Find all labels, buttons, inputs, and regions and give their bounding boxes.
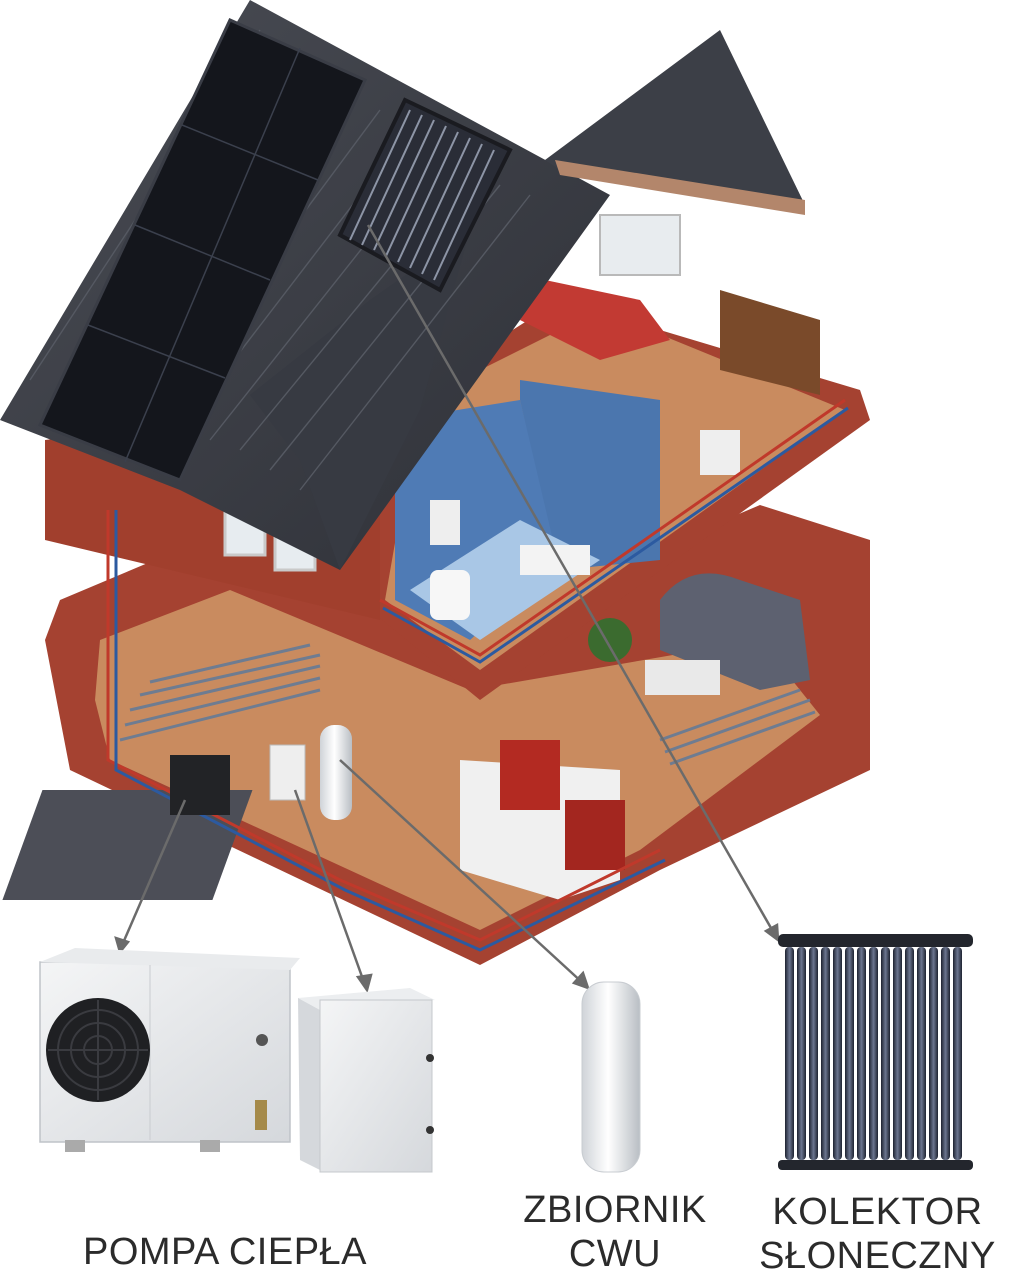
heat-pump-indoor-unit [298,988,435,1173]
dhw-tank-label-line2: CWU [568,1233,662,1275]
photovoltaic-panels [37,18,368,482]
vacuum-tube-solar-collector [778,934,973,1170]
dhw-tank-label-line1: ZBIORNIK [523,1189,707,1231]
plant [588,618,632,662]
dhw-tank-label: ZBIORNIK CWU [500,1188,730,1276]
bedroom [520,214,820,475]
kitchen [460,740,625,900]
solar-collector-label-line1: KOLEKTOR [772,1191,983,1233]
house-cutaway [0,0,870,965]
underfloor-heating-right [659,688,816,766]
eave-board [555,160,805,215]
dormer-roof [250,230,470,570]
leader-lines [114,224,780,993]
rear-roof [545,30,805,205]
heating-pipes [106,398,849,952]
heat-pump-label-text: POMPA CIEPŁA [82,1231,368,1273]
outdoor-unit-small [170,755,230,815]
roof-solar-collector [337,97,513,293]
bathroom [395,380,660,640]
sofa [645,573,810,695]
underfloor-heating-left [119,643,321,742]
solar-collector-label-line2: SŁONECZNY [759,1235,996,1277]
heat-pump-outdoor-unit [39,948,300,1152]
solar-collector-label: KOLEKTOR SŁONECZNY [745,1190,1010,1278]
dhw-tank [581,981,641,1173]
house-dhw-tank [320,725,352,820]
floor-tile-area [2,790,253,900]
heat-pump-label: POMPA CIEPŁA [60,1230,390,1274]
indoor-unit-small [269,744,306,801]
